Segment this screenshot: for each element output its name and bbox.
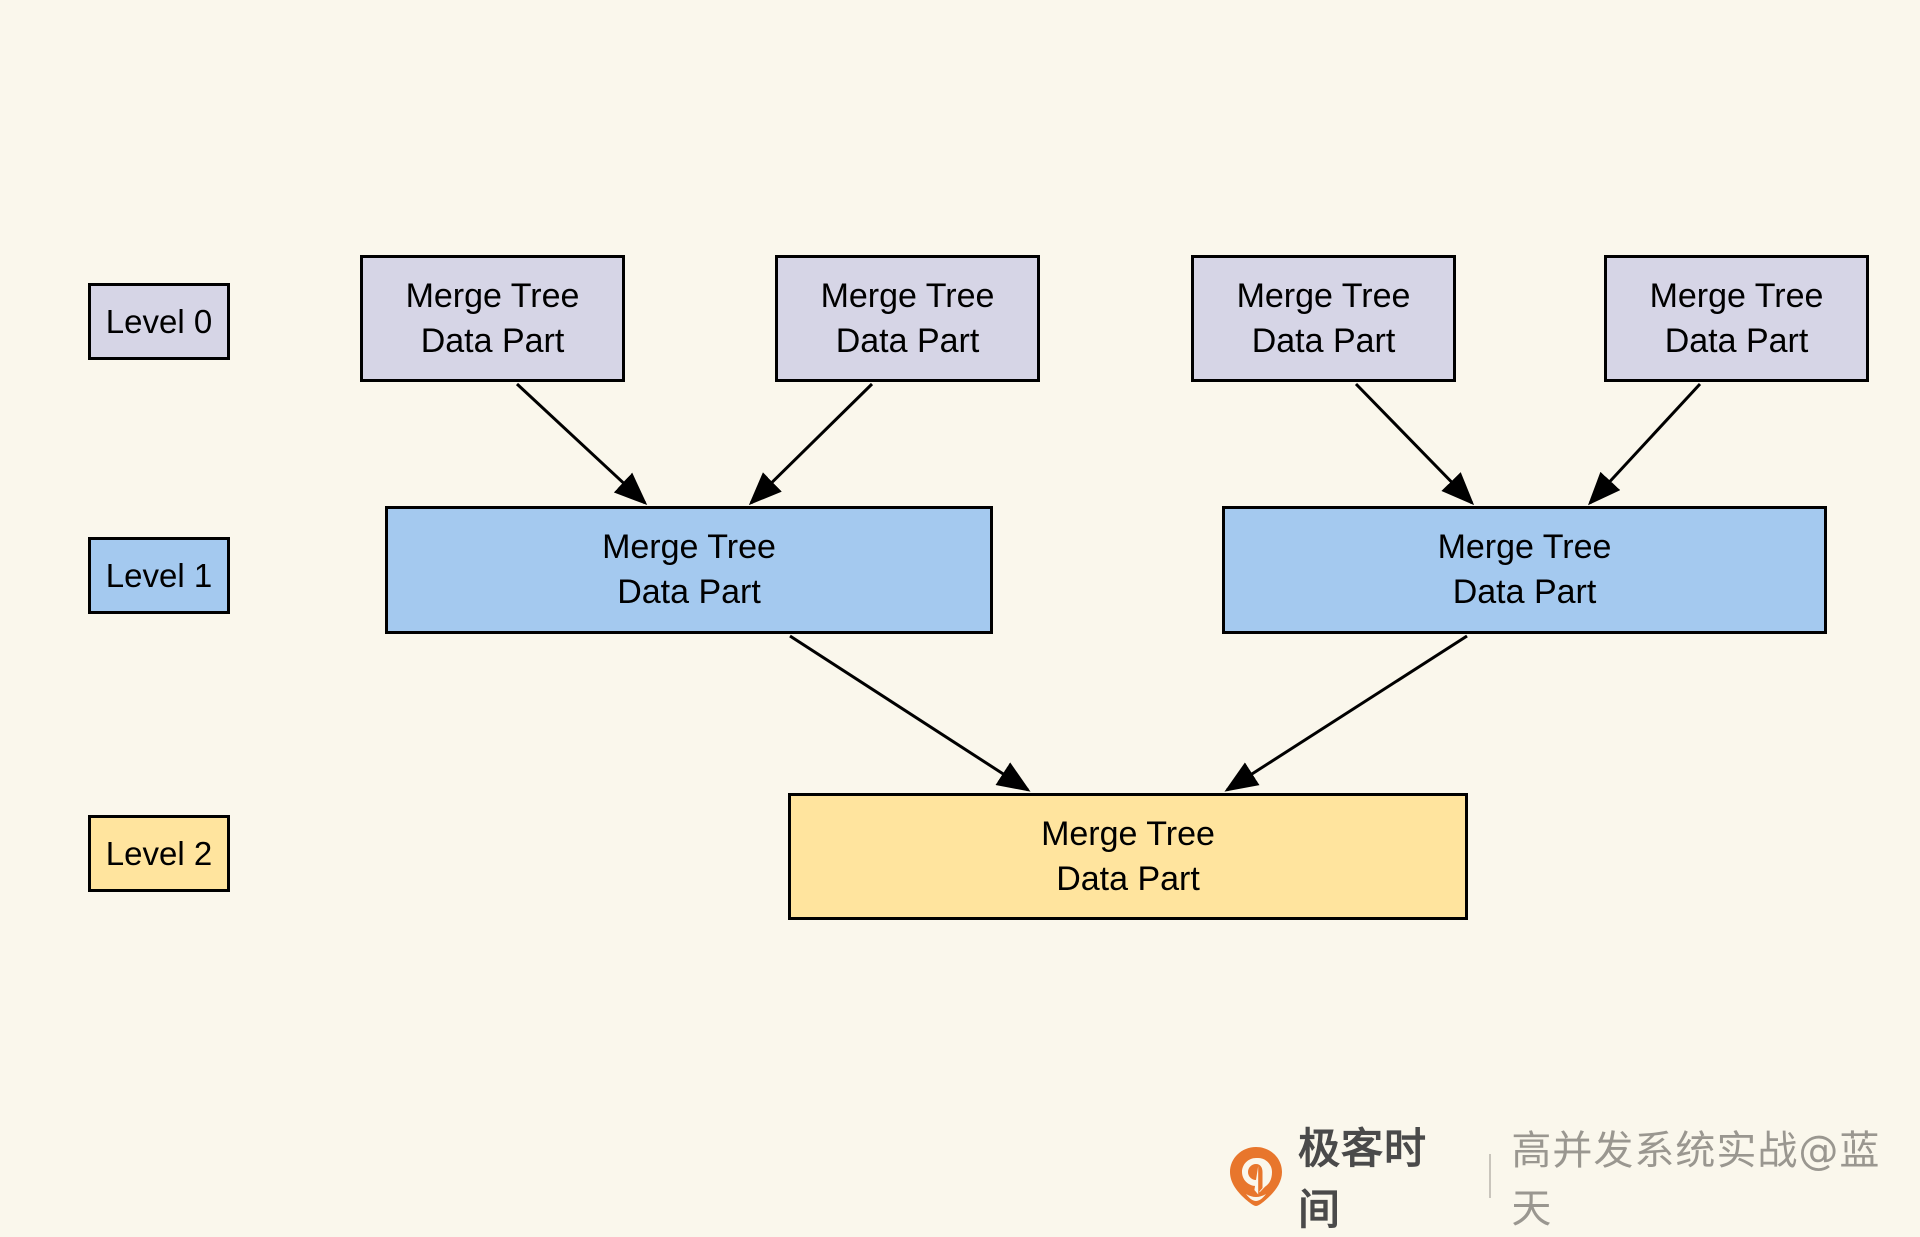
- watermark-brand: 极客时间: [1298, 1124, 1428, 1234]
- node-line2: Data Part: [1251, 321, 1396, 360]
- merge-tree-data-part-l0b: Merge Tree Data Part: [775, 255, 1040, 382]
- merge-tree-data-part-l1a: Merge Tree Data Part: [385, 506, 993, 634]
- edge-l0c-to-l1b: [1354, 382, 1475, 506]
- node-line2: Data Part: [835, 321, 980, 360]
- node-line1: Merge Tree: [1041, 814, 1215, 853]
- edge-l0a-to-l1a: [515, 382, 648, 506]
- node-line2: Data Part: [617, 573, 761, 611]
- edge-l0d-to-l1b: [1587, 382, 1702, 506]
- watermark-separator: [1489, 1154, 1492, 1198]
- merge-tree-data-part-l0d: Merge Tree Data Part: [1604, 255, 1869, 382]
- node-line1: Merge Tree: [1236, 276, 1411, 315]
- node-line2: Data Part: [420, 321, 565, 360]
- merge-tree-data-part-l0c: Merge Tree Data Part: [1191, 255, 1456, 382]
- edge-l1a-to-l2a: [789, 634, 1031, 792]
- node-line1: Merge Tree: [820, 276, 995, 315]
- node-line2: Data Part: [1056, 859, 1200, 898]
- level-badge-0-label: Level 0: [105, 302, 213, 340]
- level-badge-0: Level 0: [88, 283, 230, 360]
- merge-tree-data-part-l0a: Merge Tree Data Part: [360, 255, 625, 382]
- node-line1: Merge Tree: [405, 276, 580, 315]
- edge-l1b-to-l2a: [1224, 634, 1468, 792]
- node-line2: Data Part: [1452, 573, 1597, 611]
- node-line2: Data Part: [1664, 321, 1809, 360]
- merge-tree-data-part-l1b: Merge Tree Data Part: [1222, 506, 1827, 634]
- node-line1: Merge Tree: [602, 528, 776, 567]
- level-badge-2-label: Level 2: [105, 834, 213, 872]
- watermark: 极客时间 高并发系统实战@蓝天: [1228, 1124, 1920, 1234]
- level-badge-2: Level 2: [88, 815, 230, 892]
- merge-tree-data-part-l2a: Merge Tree Data Part: [788, 793, 1468, 920]
- level-badge-1-label: Level 1: [105, 556, 213, 594]
- level-badge-1: Level 1: [88, 537, 230, 614]
- geekbang-logo-icon: [1230, 1147, 1282, 1206]
- watermark-course: 高并发系统实战@蓝天: [1511, 1128, 1881, 1232]
- node-line1: Merge Tree: [1649, 276, 1824, 315]
- edge-l0b-to-l1a: [748, 382, 874, 506]
- node-line1: Merge Tree: [1437, 528, 1612, 567]
